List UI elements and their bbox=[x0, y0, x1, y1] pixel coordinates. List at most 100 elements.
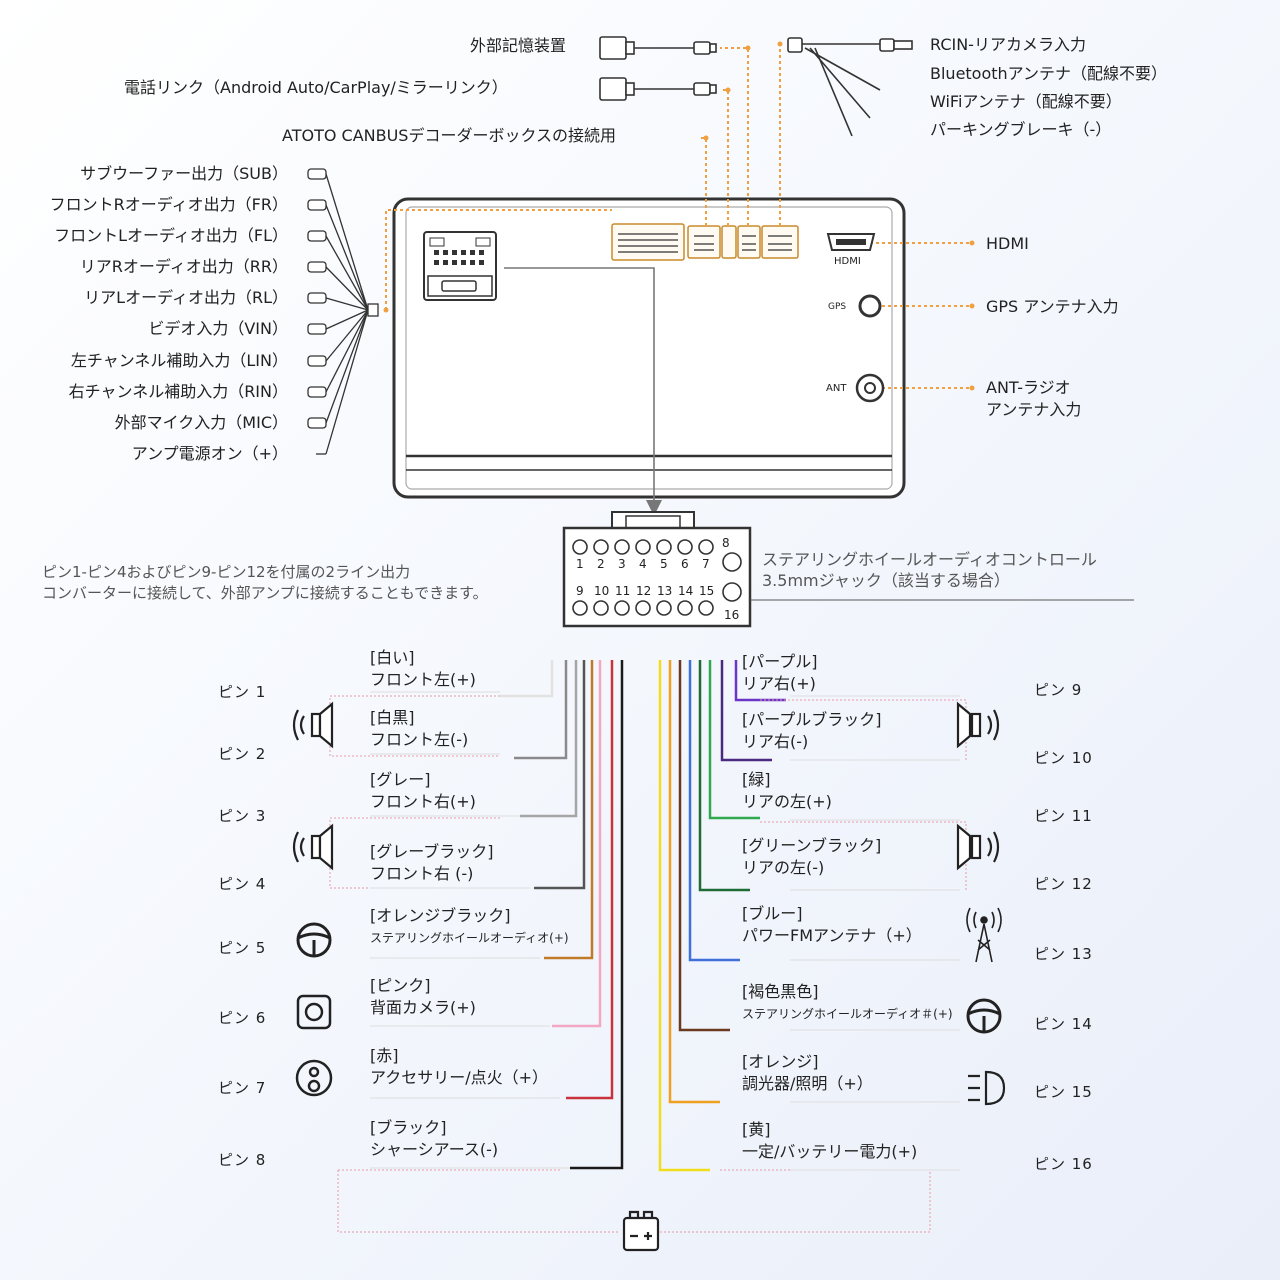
wire-color-name: [パープルブラック] bbox=[742, 710, 882, 729]
wire-description: リア右(+) bbox=[742, 674, 816, 693]
iso-connector bbox=[423, 231, 497, 301]
amp-note-1: ピン1-ピン4およびピン9-ピン12を付属の2ライン出力 bbox=[42, 563, 411, 581]
steering-wheel-icon bbox=[296, 922, 332, 958]
wire-color-name: [ブルー] bbox=[742, 904, 803, 923]
rca-output-label: 右チャンネル補助入力（RIN） bbox=[68, 382, 288, 401]
wire bbox=[658, 660, 710, 1172]
usb-phone-cable bbox=[599, 77, 717, 101]
wire-description: アクセサリー/点火（+） bbox=[370, 1068, 548, 1087]
wire-color-name: [黄] bbox=[742, 1120, 771, 1139]
pin-number: 8 bbox=[722, 536, 730, 550]
pin-number: 10 bbox=[594, 584, 610, 598]
connector-hole bbox=[572, 539, 588, 555]
rca-output-label: サブウーファー出力（SUB） bbox=[80, 164, 288, 183]
wire-description: 背面カメラ(+) bbox=[370, 998, 476, 1017]
rca-output-label: フロントRオーディオ出力（FR） bbox=[49, 195, 288, 214]
wire-color-name: [赤] bbox=[370, 1046, 399, 1065]
pin-label: ピン 8 bbox=[218, 1151, 267, 1169]
wire-description: リアの左(+) bbox=[742, 792, 832, 811]
pin-label: ピン 3 bbox=[218, 807, 267, 825]
connector-hole bbox=[593, 600, 609, 616]
wire bbox=[552, 660, 602, 1028]
wire-color-name: [褐色黒色] bbox=[742, 982, 819, 1001]
antenna-tower-icon bbox=[966, 907, 1002, 963]
wire bbox=[570, 660, 624, 1170]
wire-color-name: [オレンジブラック] bbox=[370, 906, 511, 925]
pin-number: 16 bbox=[724, 608, 740, 622]
gps-port-text: GPS bbox=[828, 302, 847, 312]
wire-color-name: [白黒] bbox=[370, 708, 415, 727]
connector-hole bbox=[572, 600, 588, 616]
wire bbox=[678, 660, 730, 1032]
connector-hole bbox=[614, 539, 630, 555]
hdmi-port-text: HDMI bbox=[834, 256, 861, 267]
connector-hole bbox=[656, 600, 672, 616]
rcin-cable-bundle bbox=[787, 37, 913, 137]
ant-port-text: ANT bbox=[826, 383, 847, 394]
wire-description: パワーFMアンテナ（+） bbox=[742, 926, 922, 945]
wire-color-name: [グリーンブラック] bbox=[742, 836, 882, 855]
steering-note-2: 3.5mmジャック（該当する場合） bbox=[762, 571, 1010, 590]
pin-label: ピン 10 bbox=[1034, 749, 1093, 767]
wire-description: 調光器/照明（+） bbox=[742, 1074, 873, 1093]
ant-port bbox=[855, 373, 885, 403]
label-ant-1: ANT-ラジオ bbox=[986, 378, 1071, 397]
pin-label: ピン 7 bbox=[218, 1079, 267, 1097]
speaker-icon bbox=[956, 823, 1000, 871]
pin-label: ピン 1 bbox=[218, 683, 267, 701]
connector-hole bbox=[656, 539, 672, 555]
pin-number: 6 bbox=[681, 557, 689, 571]
connector-hole bbox=[593, 539, 609, 555]
connector-hole bbox=[614, 600, 630, 616]
wire-description: リア右(-) bbox=[742, 732, 809, 751]
connector-hole bbox=[677, 539, 693, 555]
wire bbox=[520, 660, 578, 818]
wire-description: ステアリングホイールオーディオ＃(+) bbox=[742, 1007, 953, 1021]
label-bluetooth: Bluetoothアンテナ（配線不要） bbox=[930, 64, 1168, 83]
wire-description: フロント左(-) bbox=[370, 730, 469, 749]
wire-description: 一定/バッテリー電力(+) bbox=[742, 1142, 918, 1161]
pin-number: 3 bbox=[618, 557, 626, 571]
connector-hole bbox=[698, 600, 714, 616]
wire-description: ステアリングホイールオーディオ(+) bbox=[370, 931, 569, 945]
label-canbus: ATOTO CANBUSデコーダーボックスの接続用 bbox=[282, 126, 616, 145]
wire-color-name: [パープル] bbox=[742, 652, 818, 671]
pin-label: ピン 9 bbox=[1034, 681, 1083, 699]
wire-description: リアの左(-) bbox=[742, 858, 825, 877]
wire-color-name: [緑] bbox=[742, 770, 771, 789]
pin-number: 12 bbox=[636, 584, 652, 598]
label-hdmi: HDMI bbox=[986, 234, 1029, 253]
pin-number: 9 bbox=[576, 584, 584, 598]
pin-label: ピン 15 bbox=[1034, 1083, 1093, 1101]
pin-number: 13 bbox=[657, 584, 673, 598]
pin-number: 11 bbox=[615, 584, 631, 598]
wire-description: シャーシアース(-) bbox=[370, 1140, 499, 1159]
usb-storage-cable bbox=[599, 36, 717, 60]
connector-hole bbox=[635, 539, 651, 555]
wire-color-name: [グレーブラック] bbox=[370, 842, 494, 861]
wire-color-name: [オレンジ] bbox=[742, 1052, 819, 1071]
pin-label: ピン 5 bbox=[218, 939, 267, 957]
wire-description: フロント右 (-) bbox=[370, 864, 474, 883]
pin-label: ピン 4 bbox=[218, 875, 267, 893]
wire bbox=[500, 660, 554, 698]
pin-label: ピン 6 bbox=[218, 1009, 267, 1027]
rca-output-label: 外部マイク入力（MIC） bbox=[114, 413, 288, 432]
pin-number: 4 bbox=[639, 557, 647, 571]
hdmi-port bbox=[826, 233, 876, 251]
speaker-icon bbox=[956, 701, 1000, 749]
speaker-icon bbox=[292, 823, 334, 871]
pin-label: ピン 14 bbox=[1034, 1015, 1093, 1033]
header-connectors bbox=[611, 223, 799, 261]
pin-number: 2 bbox=[597, 557, 605, 571]
battery-icon bbox=[622, 1210, 660, 1252]
connector-hole bbox=[677, 600, 693, 616]
wire bbox=[720, 660, 772, 762]
ignition-key-icon bbox=[295, 1059, 333, 1097]
wire bbox=[698, 660, 750, 892]
label-parking: パーキングブレーキ（-） bbox=[930, 120, 1112, 139]
pin-label: ピン 12 bbox=[1034, 875, 1093, 893]
rca-output-label: 左チャンネル補助入力（LIN） bbox=[70, 351, 288, 370]
wire-color-name: [白い] bbox=[370, 648, 415, 667]
